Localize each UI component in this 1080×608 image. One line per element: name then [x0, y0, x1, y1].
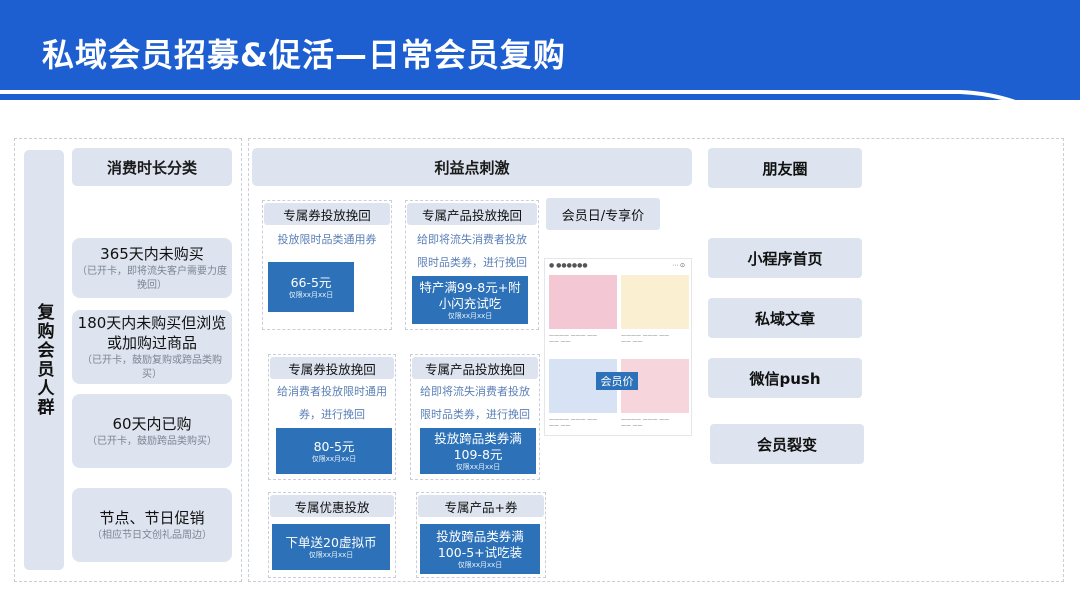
coupon-ticket: 投放跨品类券满109-8元 仅限xx月xx日 [420, 428, 536, 474]
coupon-ticket: 下单送20虚拟币 仅限xx月xx日 [272, 524, 390, 570]
store-header: ● ●●●●●● [549, 262, 588, 269]
coupon-validity: 仅限xx月xx日 [456, 463, 501, 472]
segment-festival: 节点、节日促销 （相应节日文创礼品周边） [72, 488, 232, 562]
channel-private-article: 私域文章 [708, 298, 862, 338]
card-heading: 专属产品投放挽回 [412, 357, 538, 379]
channel-mini-program-home: 小程序首页 [708, 238, 862, 278]
mini-program-screenshot: ● ●●●●●● ⋯ ⊙ ———— ——— ———— —— ———— ——— —… [544, 258, 692, 436]
coupon-validity: 仅限xx月xx日 [448, 312, 493, 321]
coupon-amount: 特产满99-8元+附小闪充试吃 [418, 280, 522, 312]
page-title: 私域会员招募&促活—日常会员复购 [42, 30, 566, 76]
card-description: 给消费者投放限时通用券，进行挽回 [274, 380, 390, 426]
member-group-label: 复购会员人群 [24, 150, 64, 570]
category-title: 消费时长分类 [72, 148, 232, 186]
product-image [549, 275, 617, 329]
coupon-amount: 80-5元 [314, 439, 355, 455]
card-description: 给即将流失消费者投放限时品类券，进行挽回 [416, 380, 534, 426]
member-day-label: 会员日/专享价 [546, 198, 660, 230]
segment-title: 365天内未购买 [100, 244, 204, 264]
product-caption: ———— ——— ———— —— [549, 417, 617, 429]
coupon-amount: 下单送20虚拟币 [286, 535, 377, 551]
product-caption: ———— ——— ———— —— [549, 333, 617, 345]
moments-title: 朋友圈 [708, 148, 862, 188]
coupon-amount: 投放跨品类券满109-8元 [430, 431, 526, 463]
coupon-validity: 仅限xx月xx日 [309, 551, 354, 560]
product-caption: ———— ——— ———— —— [621, 333, 689, 345]
card-description: 投放限时品类通用券 [264, 228, 390, 251]
segment-title: 60天内已购 [112, 414, 191, 434]
coupon-ticket: 特产满99-8元+附小闪充试吃 仅限xx月xx日 [412, 276, 528, 324]
coupon-amount: 投放跨品类券满100-5+试吃装 [430, 529, 530, 561]
coupon-amount: 66-5元 [291, 275, 332, 291]
segment-note: （已开卡，鼓励跨品类购买） [87, 435, 217, 449]
coupon-validity: 仅限xx月xx日 [458, 561, 503, 570]
card-heading: 专属券投放挽回 [264, 203, 390, 225]
card-heading: 专属优惠投放 [270, 495, 394, 517]
segment-180: 180天内未购买但浏览或加购过商品 （已开卡，鼓励复购或跨品类购买） [72, 310, 232, 384]
product-caption: ———— ——— ———— —— [621, 417, 689, 429]
segment-note: （已开卡，鼓励复购或跨品类购买） [76, 354, 228, 382]
card-heading: 专属产品+券 [418, 495, 544, 517]
coupon-validity: 仅限xx月xx日 [312, 455, 357, 464]
channel-member-referral: 会员裂变 [710, 424, 864, 464]
member-price-badge: 会员价 [596, 372, 638, 390]
card-heading: 专属产品投放挽回 [407, 203, 537, 225]
segment-title: 180天内未购买但浏览或加购过商品 [76, 313, 228, 353]
benefit-title: 利益点刺激 [252, 148, 692, 186]
product-image [621, 275, 689, 329]
card-description: 给即将流失消费者投放限时品类券，进行挽回 [412, 228, 532, 274]
card-heading: 专属券投放挽回 [270, 357, 394, 379]
segment-note: （相应节日文创礼品周边） [92, 529, 212, 543]
segment-60: 60天内已购 （已开卡，鼓励跨品类购买） [72, 394, 232, 468]
header-banner: 私域会员招募&促活—日常会员复购 [0, 0, 1080, 100]
segment-365: 365天内未购买 （已开卡，即将流失客户需要力度挽回） [72, 238, 232, 298]
segment-title: 节点、节日促销 [99, 508, 204, 528]
more-icon: ⋯ ⊙ [672, 262, 685, 269]
segment-note: （已开卡，即将流失客户需要力度挽回） [76, 265, 228, 293]
coupon-validity: 仅限xx月xx日 [289, 291, 334, 300]
channel-wechat-push: 微信push [708, 358, 862, 398]
coupon-ticket: 投放跨品类券满100-5+试吃装 仅限xx月xx日 [420, 524, 540, 574]
coupon-ticket: 80-5元 仅限xx月xx日 [276, 428, 392, 474]
coupon-ticket: 66-5元 仅限xx月xx日 [268, 262, 354, 312]
